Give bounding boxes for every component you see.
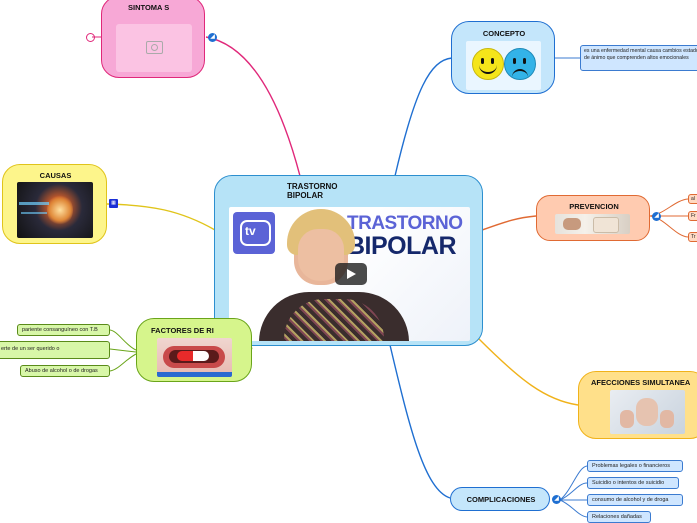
sintomas-collapse-icon[interactable]: ◢	[208, 33, 217, 42]
pill-icon	[177, 351, 209, 361]
prevencion-leaf[interactable]: al	[688, 194, 697, 204]
central-title: TRASTORNO BIPOLAR	[287, 182, 338, 200]
camera-icon	[146, 41, 163, 54]
complicaciones-leaf[interactable]: Suicidio o intentos de suicidio	[587, 477, 679, 489]
tv-logo-text: tv	[245, 224, 256, 238]
complicaciones-node[interactable]: COMPLICACIONES	[450, 487, 550, 511]
concepto-note[interactable]: es una enfermedad mental causa cambios e…	[580, 45, 697, 71]
complicaciones-leaf[interactable]: Problemas legales o financieros	[587, 460, 683, 472]
sintomas-side-icon[interactable]	[86, 33, 95, 42]
play-button[interactable]	[335, 263, 367, 285]
concepto-node[interactable]: CONCEPTO	[451, 21, 555, 94]
video-thumbnail[interactable]: tv TRASTORNO BIPOLAR	[229, 207, 470, 341]
sintomas-node[interactable]: SINTOMA S	[101, 0, 205, 78]
happy-face-icon	[472, 48, 504, 80]
afecciones-image	[610, 390, 685, 434]
prevencion-leaf[interactable]: Fr	[688, 211, 697, 221]
pill-mouth-image	[157, 338, 232, 377]
prevencion-image	[555, 214, 630, 234]
complicaciones-leaf[interactable]: Relaciones dañadas	[587, 511, 651, 523]
video-title-line2: BIPOLAR	[347, 232, 457, 260]
brain-illustration-image	[17, 182, 93, 238]
play-icon	[347, 269, 356, 279]
complicaciones-leaf[interactable]: consumo de alcohol y de droga	[587, 494, 683, 506]
factores-leaf[interactable]: erte de un ser querido o	[0, 341, 110, 359]
causas-note-icon[interactable]: ▦	[109, 199, 118, 208]
concepto-note-text: es una enfermedad mental causa cambios e…	[584, 48, 697, 61]
afecciones-title: AFECCIONES SIMULTANEA	[591, 378, 691, 387]
causas-node[interactable]: CAUSAS	[2, 164, 107, 244]
concepto-title: CONCEPTO	[482, 29, 526, 38]
emoji-faces-image	[466, 41, 541, 90]
factores-leaf[interactable]: pariente consanguíneo con T.B	[17, 324, 110, 336]
sad-face-icon	[504, 48, 536, 80]
prevencion-node[interactable]: PREVENCION	[536, 195, 650, 241]
prevencion-leaf[interactable]: Tr	[688, 232, 697, 242]
factores-title: FACTORES DE RI	[151, 326, 214, 335]
factores-node[interactable]: FACTORES DE RI	[136, 318, 252, 382]
causas-title: CAUSAS	[39, 171, 72, 180]
prevencion-title: PREVENCION	[569, 202, 619, 211]
complicaciones-collapse-icon[interactable]: ◢	[552, 495, 561, 504]
afecciones-node[interactable]: AFECCIONES SIMULTANEA	[578, 371, 697, 439]
tv-logo: tv	[233, 212, 275, 254]
sintomas-title: SINTOMA S	[128, 3, 170, 12]
video-title-line1: TRASTORNO	[347, 213, 463, 234]
prevencion-collapse-icon[interactable]: ◢	[652, 212, 661, 221]
image-placeholder[interactable]	[116, 24, 192, 72]
factores-leaf[interactable]: Abuso de alcohol o de drogas	[20, 365, 110, 377]
central-node[interactable]: TRASTORNO BIPOLAR tv TRASTORNO BIPOLAR	[214, 175, 483, 346]
complicaciones-title: COMPLICACIONES	[466, 495, 536, 504]
